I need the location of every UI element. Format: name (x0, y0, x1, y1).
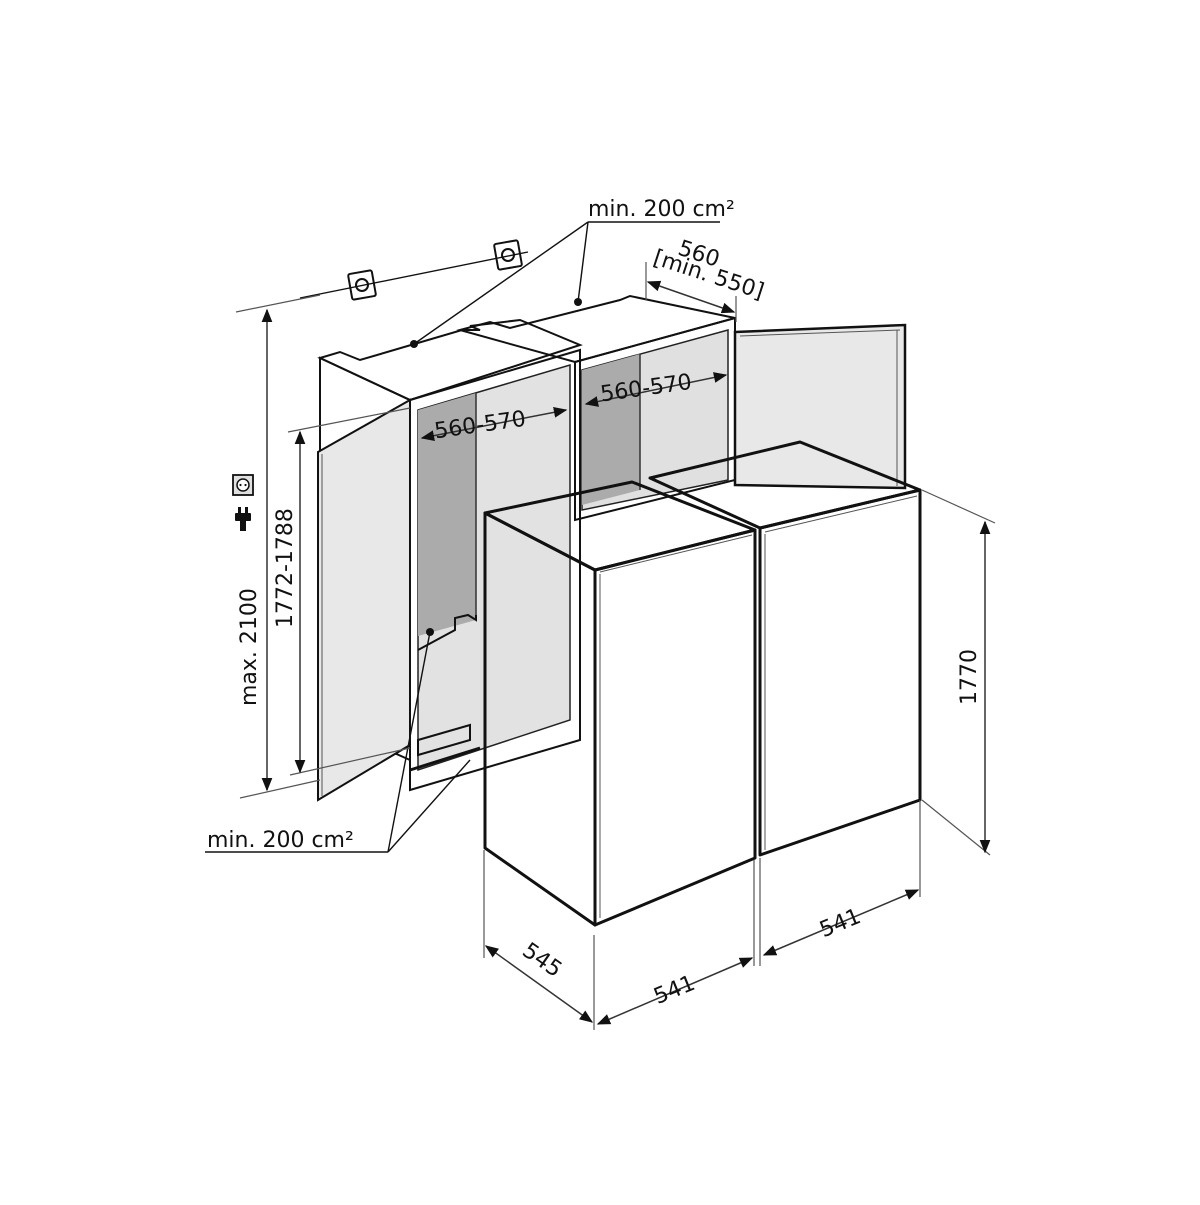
power-socket-icon (232, 474, 254, 496)
power-plug-icon (235, 507, 251, 531)
niche-depth-dimension: 560 [min. 550] (645, 236, 767, 322)
right-open-door (733, 323, 907, 490)
wall-anchor-line (299, 239, 529, 301)
vent-bottom-label: min. 200 cm² (207, 828, 354, 853)
wall-anchor-icon (493, 239, 523, 271)
max-height-dimension: max. 2100 (235, 294, 321, 799)
left-niche-cabinet (317, 318, 583, 792)
wall-anchor-icon (347, 269, 377, 301)
vent-top-leader: min. 200 cm² (410, 197, 735, 348)
appliance-width-right-dimension: 541 (759, 800, 921, 966)
svg-text:541: 541 (650, 971, 698, 1010)
svg-text:1772-1788: 1772-1788 (273, 508, 298, 628)
svg-text:541: 541 (816, 904, 864, 943)
appliance-height-dimension: 1770 (921, 489, 996, 856)
svg-text:max. 2100: max. 2100 (237, 588, 262, 706)
svg-text:545: 545 (518, 938, 567, 983)
vent-bottom-leader: min. 200 cm² (205, 628, 471, 853)
vent-top-label: min. 200 cm² (588, 197, 735, 222)
left-appliance (483, 480, 757, 927)
niche-height-dimension: 1772-1788 (273, 407, 411, 776)
appliance-depth-dimension: 545 (483, 850, 595, 1030)
appliance-width-left-dimension: 541 (596, 860, 755, 1025)
left-open-door (317, 398, 411, 802)
svg-text:1770: 1770 (957, 649, 982, 705)
